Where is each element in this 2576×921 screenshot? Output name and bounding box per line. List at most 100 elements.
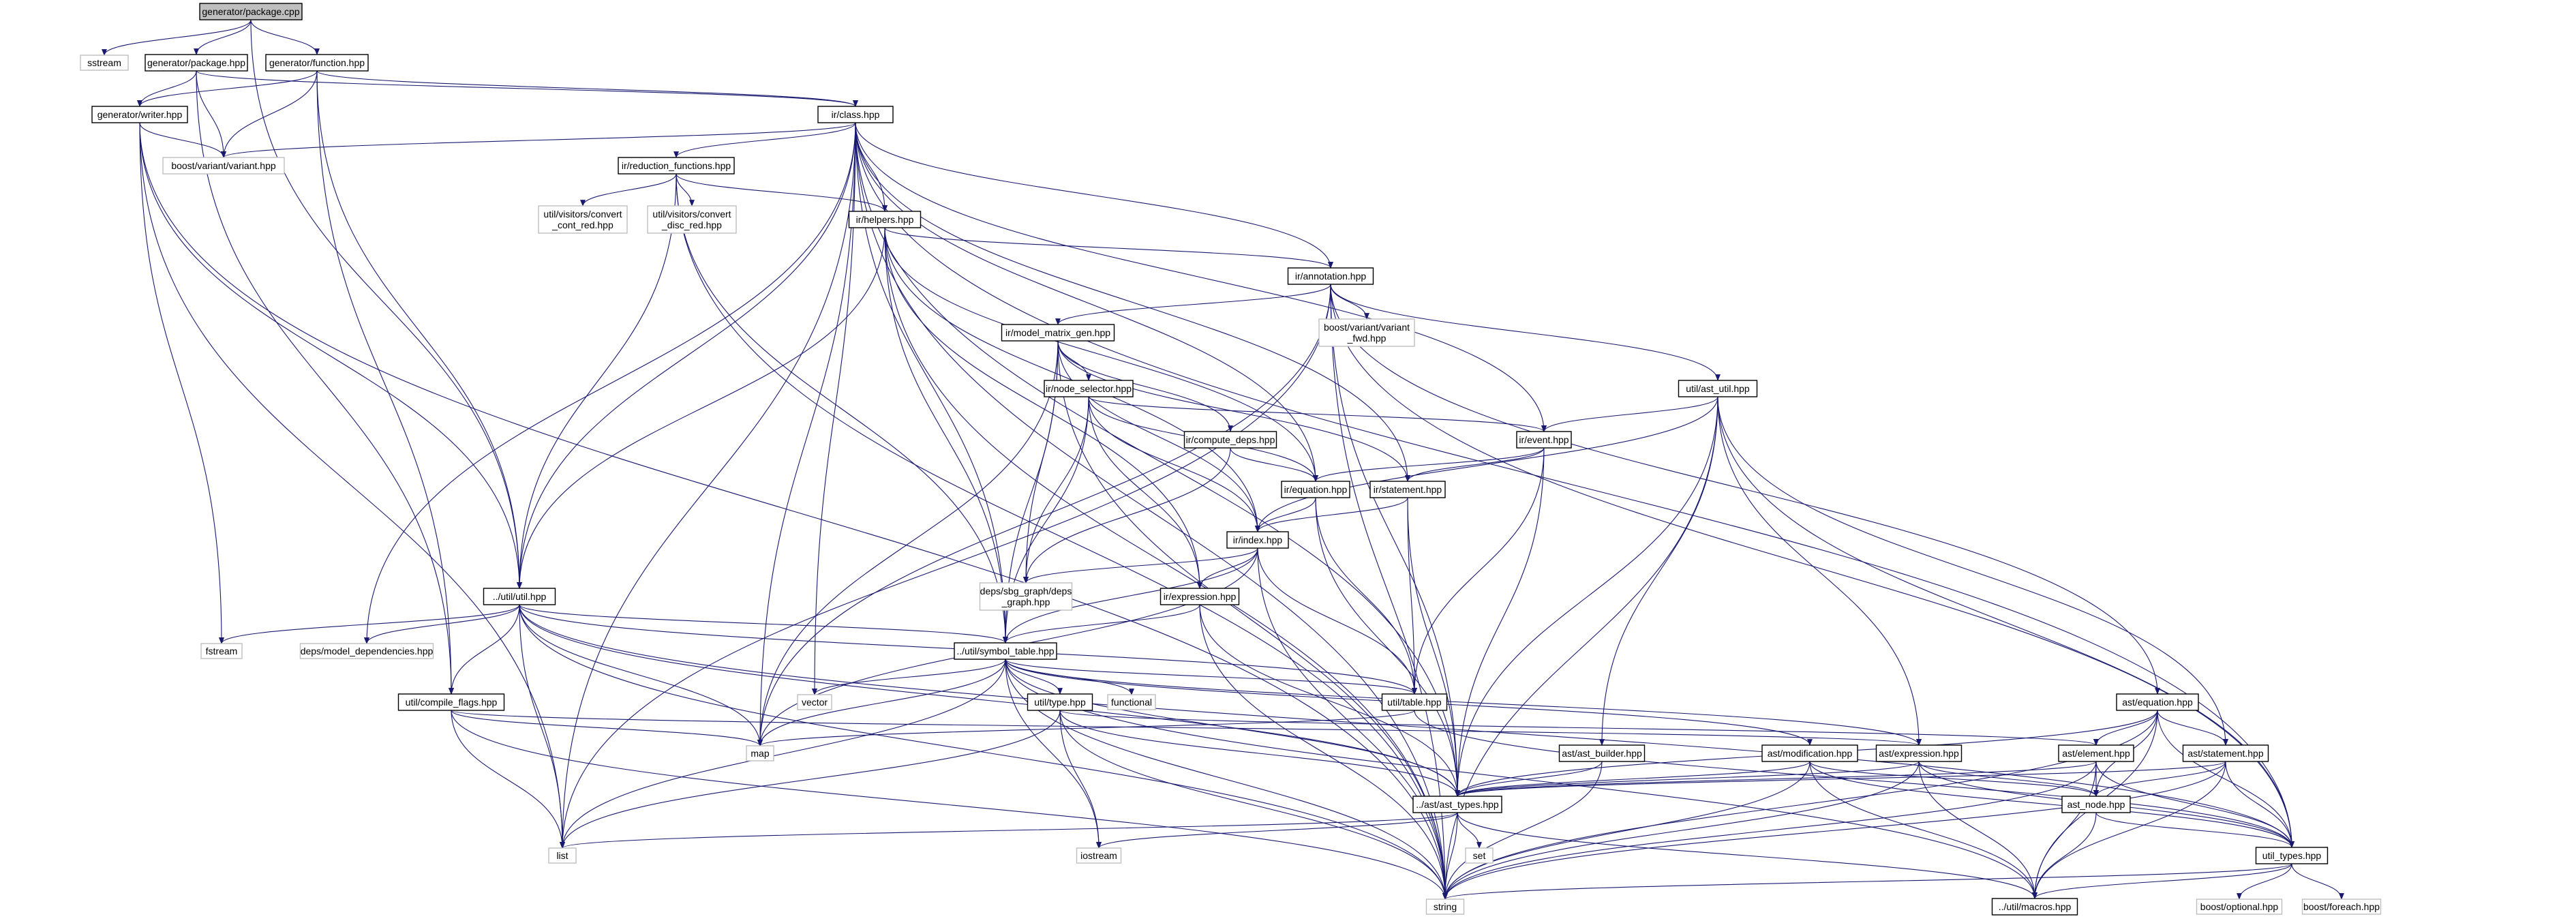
edge-n-asttypes-to-n-list xyxy=(560,812,1458,849)
node-ast-element-hpp[interactable]: ast/element.hpp xyxy=(2058,744,2134,762)
node-ir-helpers-hpp[interactable]: ir/helpers.hpp xyxy=(848,211,922,228)
node-label: _cont_red.hpp xyxy=(551,220,613,230)
edge-n-irmmg-to-n-irindex xyxy=(1057,340,1260,532)
edge-n-root-to-n-genfn xyxy=(250,19,320,55)
edge-n-irevent-to-n-asttypes xyxy=(1455,447,1545,797)
edge-n-astel-to-n-macros xyxy=(2032,761,2097,899)
edge-n-symtab-to-n-utiltable xyxy=(1005,659,1417,695)
node-label: ../ast/ast_types.hpp xyxy=(1416,799,1499,810)
edge-n-irexpr-to-n-symtab xyxy=(1003,604,1200,644)
node-ir-model-matrix-gen-hpp[interactable]: ir/model_matrix_gen.hpp xyxy=(1001,324,1115,342)
edge-n-irclass-to-n-irred xyxy=(673,122,856,158)
node-box xyxy=(2301,899,2382,915)
node-util-types-hpp[interactable]: util_types.hpp xyxy=(2255,847,2329,864)
node-label: util/table.hpp xyxy=(1387,697,1442,708)
node-ast-ast-builder-hpp[interactable]: ast/ast_builder.hpp xyxy=(1558,744,1646,762)
node-label: ast/statement.hpp xyxy=(2187,748,2264,759)
edge-n-utiltype-to-n-astel xyxy=(1059,710,2099,746)
edge-n-irclass-to-n-irevent xyxy=(855,122,1547,432)
node-ast-statement-hpp[interactable]: ast/statement.hpp xyxy=(2182,744,2269,762)
edge-n-irst-to-n-utiltable xyxy=(1407,497,1417,695)
node-ast-equation-hpp[interactable]: ast/equation.hpp xyxy=(2116,693,2199,711)
node-label: ast/element.hpp xyxy=(2062,748,2130,759)
edge-n-irhelp-to-n-irann xyxy=(884,227,1333,269)
node-util-util-hpp[interactable]: ../util/util.hpp xyxy=(483,588,556,605)
node-label: ../util/util.hpp xyxy=(493,591,547,602)
edge-n-irns-to-n-irexpr xyxy=(1088,396,1202,589)
node-generator-writer-hpp[interactable]: generator/writer.hpp xyxy=(91,106,188,123)
edge-n-irns-to-n-irindex xyxy=(1088,396,1260,532)
node-ir-compute-deps-hpp[interactable]: ir/compute_deps.hpp xyxy=(1183,431,1277,449)
node-util-symbol-table-hpp[interactable]: ../util/symbol_table.hpp xyxy=(954,642,1057,660)
edge-n-asttypes-to-n-macros xyxy=(1457,812,2037,899)
edge-n-aststmt-to-n-astnode xyxy=(2093,761,2226,797)
edge-n-irindex-to-n-irexpr xyxy=(1197,547,1258,589)
edge-n-irann-to-n-string xyxy=(1330,284,1448,900)
node-generator-function-hpp[interactable]: generator/function.hpp xyxy=(265,54,369,72)
node-ir-equation-hpp[interactable]: ir/equation.hpp xyxy=(1281,481,1350,498)
node-ir-expression-hpp[interactable]: ir/expression.hpp xyxy=(1160,588,1240,605)
node-ir-class-hpp[interactable]: ir/class.hpp xyxy=(817,106,894,123)
node-generator-package-hpp[interactable]: generator/package.hpp xyxy=(145,54,248,72)
node-box xyxy=(1425,899,1465,915)
edge-n-asteq-to-n-astel xyxy=(2093,710,2158,746)
node-label: ast/equation.hpp xyxy=(2122,697,2193,708)
edge-n-irexpr-to-n-asttypes xyxy=(1199,604,1460,797)
node-boost-variant-variant-fwd-hpp: boost/variant/variant_fwd.hpp xyxy=(1318,318,1415,347)
edge-n-astel-to-n-asttypes xyxy=(1455,761,2097,797)
node-label: util_types.hpp xyxy=(2262,850,2322,861)
edge-n-aststmt-to-n-macros xyxy=(2032,761,2226,899)
node-util-type-hpp[interactable]: util/type.hpp xyxy=(1027,693,1093,711)
edge-n-utiltypes-to-n-string xyxy=(1442,863,2292,900)
node-set: set xyxy=(1465,847,1494,864)
node-box xyxy=(483,588,556,605)
node-label: ast/expression.hpp xyxy=(1879,748,1959,759)
node-ir-annotation-hpp[interactable]: ir/annotation.hpp xyxy=(1287,267,1374,285)
node-util-compile-flags-hpp[interactable]: util/compile_flags.hpp xyxy=(397,693,505,711)
node-ast-expression-hpp[interactable]: ast/expression.hpp xyxy=(1875,744,1963,762)
edge-n-genpkg-to-n-irclass xyxy=(196,70,858,107)
node-label: boost/optional.hpp xyxy=(2200,901,2279,912)
edge-n-irexpr-to-n-string xyxy=(1199,604,1448,900)
edge-n-genfn-to-n-bvariant xyxy=(221,70,318,158)
node-box xyxy=(1281,481,1350,498)
edge-n-utiltype-to-n-list xyxy=(560,710,1061,849)
edge-n-genfn-to-n-compflags xyxy=(316,70,454,695)
node-label: map xyxy=(751,748,769,759)
edge-n-genfn-to-n-genwr xyxy=(137,70,318,107)
node-ir-statement-hpp[interactable]: ir/statement.hpp xyxy=(1369,481,1446,498)
node-box xyxy=(848,211,922,228)
node-ir-index-hpp[interactable]: ir/index.hpp xyxy=(1226,531,1289,549)
node-generator-package-cpp[interactable]: generator/package.cpp xyxy=(199,3,303,20)
node-box xyxy=(1160,588,1240,605)
edge-n-irclass-to-n-utiltypes xyxy=(855,122,2294,848)
edge-n-utilutil-to-n-asttypes xyxy=(519,604,1460,797)
edge-n-ircd-to-n-sbg xyxy=(1023,447,1231,584)
node-label: deps/model_dependencies.hpp xyxy=(301,646,434,656)
edge-n-irclass-to-n-map xyxy=(757,122,856,746)
edge-n-utilutil-to-n-utiltypes xyxy=(519,604,2294,848)
node-label: iostream xyxy=(1080,850,1117,861)
node-box xyxy=(1287,267,1374,285)
node-util-macros-hpp[interactable]: ../util/macros.hpp xyxy=(1991,898,2078,916)
node-ast-modification-hpp[interactable]: ast/modification.hpp xyxy=(1761,744,1858,762)
edge-n-aststmt-to-n-asttypes xyxy=(1455,761,2226,797)
node-ast-node-hpp[interactable]: ast_node.hpp xyxy=(2061,796,2131,813)
node-ir-event-hpp[interactable]: ir/event.hpp xyxy=(1516,431,1572,449)
node-box xyxy=(797,694,832,710)
node-box xyxy=(1076,847,1122,864)
edge-n-irhelp-to-n-utilutil xyxy=(517,227,885,589)
edge-n-irred-to-n-utilutil xyxy=(517,173,677,589)
edge-n-genpkg-to-n-compflags xyxy=(196,70,454,695)
node-box xyxy=(2116,693,2199,711)
edge-n-utiltypes-to-n-boptional xyxy=(2237,863,2292,900)
node-ir-node-selector-hpp[interactable]: ir/node_selector.hpp xyxy=(1044,380,1134,397)
node-ir-reduction-functions-hpp[interactable]: ir/reduction_functions.hpp xyxy=(618,157,735,175)
node-box xyxy=(1044,380,1134,397)
node-util-table-hpp[interactable]: util/table.hpp xyxy=(1381,693,1448,711)
edge-n-astmod-to-n-utiltypes xyxy=(1809,761,2294,848)
edge-n-irclass-to-n-string xyxy=(855,122,1448,900)
node-ast-ast-types-hpp[interactable]: ../ast/ast_types.hpp xyxy=(1412,796,1502,813)
node-label: fstream xyxy=(206,646,238,656)
node-util-ast-util-hpp[interactable]: util/ast_util.hpp xyxy=(1678,380,1758,397)
